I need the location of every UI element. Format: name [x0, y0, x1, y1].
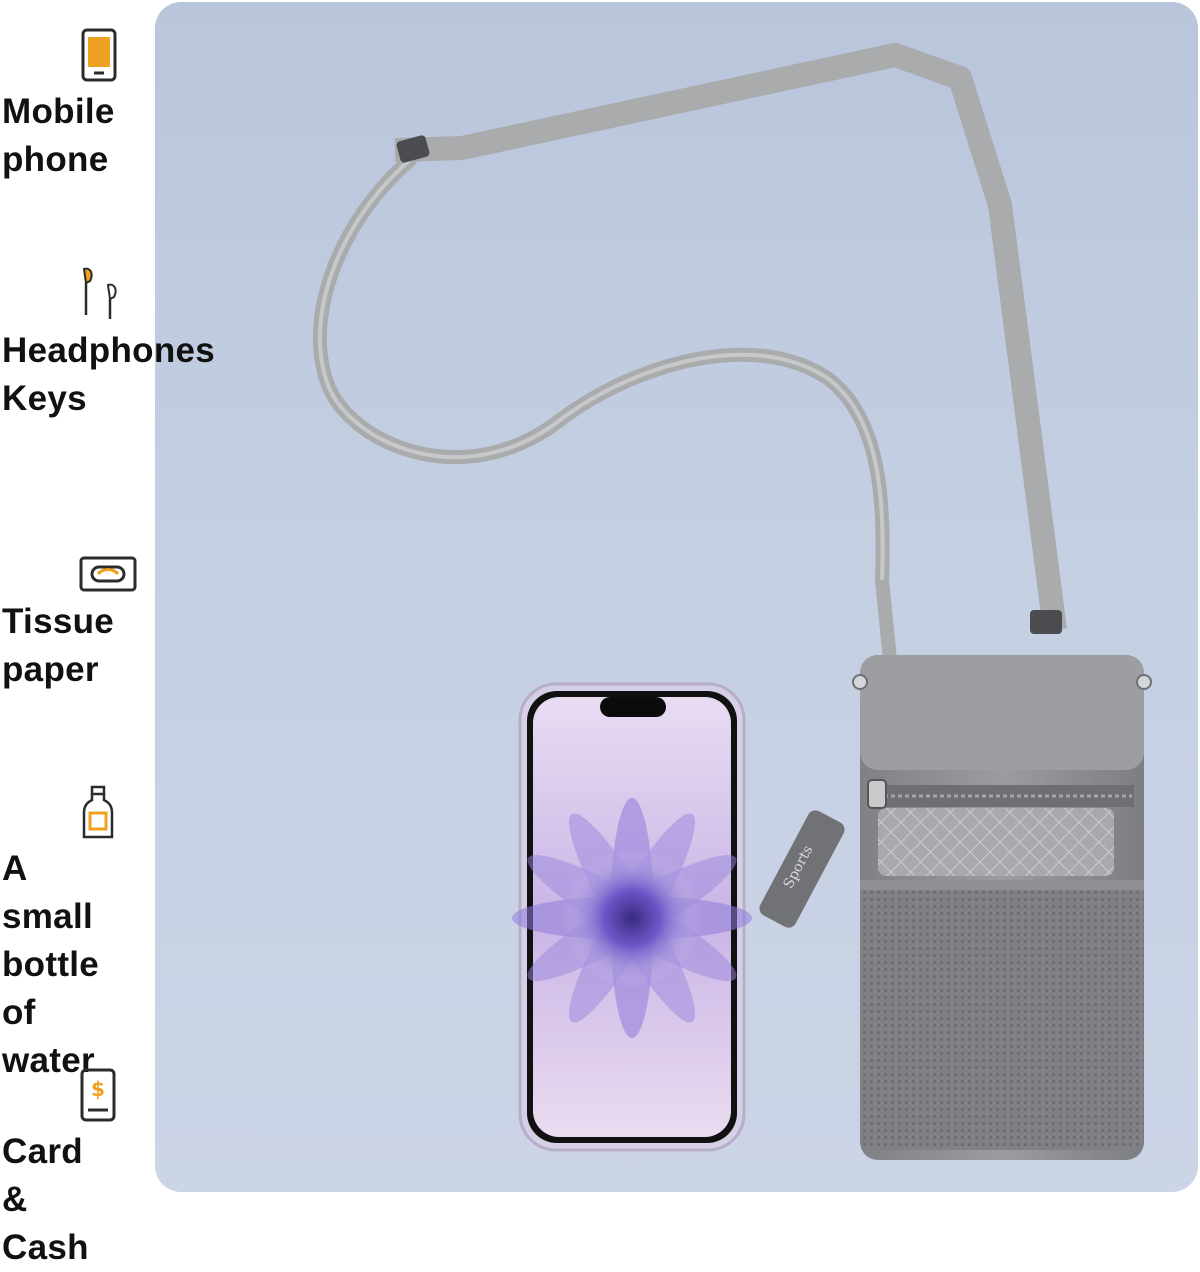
- feature-label: Tissue paper: [2, 602, 115, 689]
- svg-text:$: $: [91, 1077, 105, 1101]
- bottle-icon: [82, 785, 114, 839]
- crossbody-bag: Sports: [759, 655, 1152, 1160]
- card-cash-icon: $: [80, 1068, 116, 1122]
- feature-label: A small bottle of water: [2, 849, 100, 1080]
- phone-icon: [81, 28, 117, 82]
- tissue-box-icon: [79, 556, 137, 592]
- smartphone: [512, 682, 752, 1152]
- feature-label: Mobile phone: [2, 92, 115, 179]
- feature-label: Headphones Keys: [2, 331, 216, 418]
- product-scene: Sports: [312, 43, 1152, 1160]
- bag-strap: [312, 43, 1067, 667]
- headphones-icon: [82, 267, 117, 319]
- feature-label: Card & Cash: [2, 1132, 89, 1267]
